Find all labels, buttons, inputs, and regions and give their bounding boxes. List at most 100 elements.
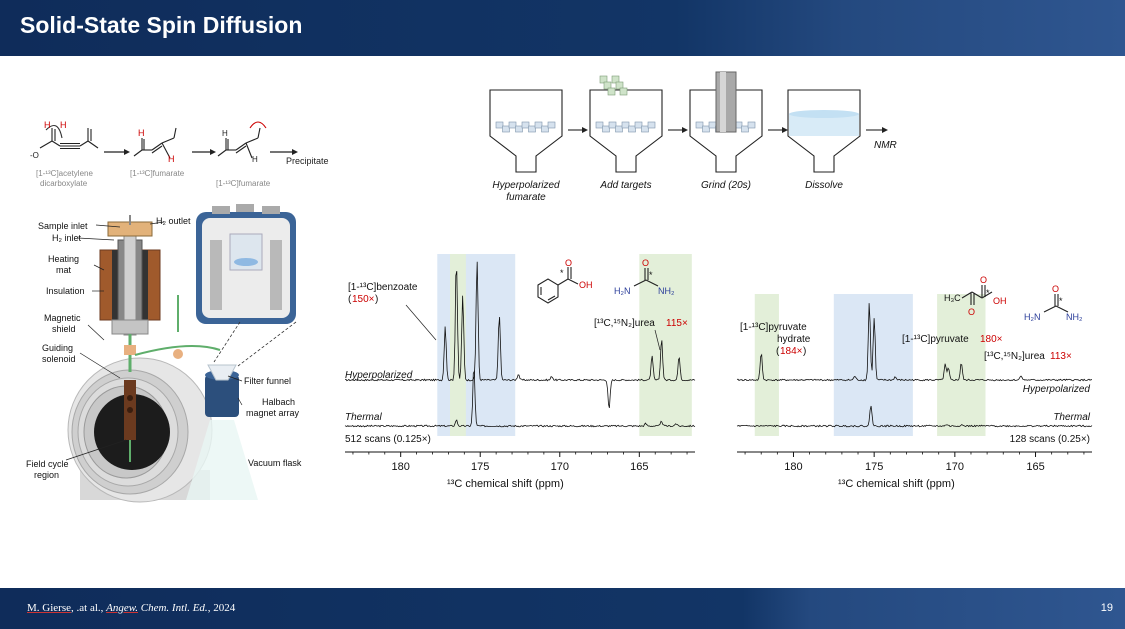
crystal-mark <box>621 121 630 129</box>
precipitate-label: Precipitate <box>286 156 329 166</box>
arrow-head-icon <box>582 127 588 133</box>
zoom-line-2 <box>237 321 297 367</box>
h-label-2: H <box>60 120 67 130</box>
pyruvate-oh: OH <box>993 296 1007 306</box>
benzoate-paren-open: ( <box>348 294 352 305</box>
crystal-mark <box>508 121 517 129</box>
x-tick-label: 180 <box>784 461 802 473</box>
target-crystal-mark <box>619 87 628 96</box>
crystal-mark <box>595 121 604 129</box>
label-pyruvate-hydrate-1: [1-¹³C]pyruvate <box>740 322 807 333</box>
reactor-cylinder <box>99 215 221 372</box>
trace-hyperpolarized <box>344 261 696 408</box>
citation-journal-2: Chem. Intl. Ed. <box>140 602 208 614</box>
x-tick-label: 175 <box>865 461 883 473</box>
workflow-step-1-label-line2: fumarate <box>506 192 546 203</box>
urea-left-factor: 115× <box>666 318 688 329</box>
grinder-highlight <box>720 72 726 132</box>
arrow-head-icon <box>782 127 788 133</box>
h-label-3: H <box>138 128 145 138</box>
urea-right-factor: 113× <box>1050 351 1072 362</box>
urea-left-leader <box>654 329 661 351</box>
label-h2-outlet: H₂ outlet <box>156 216 191 226</box>
o-minus-label-1: -O <box>30 151 39 160</box>
liquid-fill <box>789 114 859 136</box>
urea-structure-right <box>1043 294 1069 313</box>
workflow-step-label-1: Hyperpolarized <box>492 180 560 191</box>
compound-acetylene-dicarboxylate <box>39 124 99 150</box>
crystal-mark <box>647 121 656 129</box>
zoom-line-1 <box>213 321 241 363</box>
label-field-cycle-1: Field cycle <box>26 459 69 469</box>
scans-right: 128 scans (0.25×) <box>1010 434 1090 445</box>
target-crystal-mark <box>607 87 616 96</box>
page-number: 19 <box>1100 602 1113 614</box>
target-crystal-mark <box>603 81 612 90</box>
crystal-mark <box>615 125 623 133</box>
arrow-head-icon <box>124 149 130 155</box>
highlight-band-2 <box>833 294 913 436</box>
slide-header: Solid-State Spin Diffusion <box>0 0 1125 56</box>
crystal-mark <box>695 121 704 129</box>
arrow-head-icon <box>682 127 688 133</box>
label-magnetic-shield-2: shield <box>52 324 76 334</box>
benzoate-factor: 150× <box>352 294 375 305</box>
slide-title: Solid-State Spin Diffusion <box>20 12 303 38</box>
apparatus-illustration: Sample inlet H₂ outlet H₂ inlet Heating … <box>26 204 302 503</box>
citation-year: , 2024 <box>207 602 236 614</box>
compound-fumarate-1 <box>133 127 177 159</box>
x-tick-label: 180 <box>392 461 410 473</box>
target-crystal-mark <box>611 75 620 84</box>
benzoic-acid-structure <box>537 267 579 304</box>
x-tick-label: 170 <box>946 461 964 473</box>
citation-author: M. Gierse <box>27 602 71 614</box>
trace-thermal <box>736 405 1093 428</box>
citation-journal-1: Angew. <box>106 602 139 614</box>
compound-1-name-line1: [1-¹³C]acetylene <box>36 169 93 178</box>
highlight-band-3 <box>639 254 692 436</box>
cutaway-cylinder <box>196 204 296 324</box>
crystal-mark <box>608 121 617 129</box>
crystal-mark <box>528 125 536 133</box>
label-urea-right: [¹³C,¹⁵N₂]urea <box>984 351 1045 362</box>
halbach-array <box>186 364 258 500</box>
benzoate-leader <box>405 304 437 341</box>
x-tick-label: 170 <box>551 461 569 473</box>
benzoic-oh: OH <box>579 280 593 290</box>
magnetic-shield-drum <box>67 357 213 503</box>
trace-label-hyperpolarized-right: Hyperpolarized <box>1023 384 1091 395</box>
urea-right-star: * <box>1059 296 1063 306</box>
compound-3-name: [1-¹³C]fumarate <box>216 179 271 188</box>
pyruvate-factor: 180× <box>980 334 1003 345</box>
compound-1-name-line2: dicarboxylate <box>40 179 88 188</box>
xlabel-left: ¹³C chemical shift (ppm) <box>447 478 564 490</box>
label-halbach-2: magnet array <box>246 408 300 418</box>
workflow-step-label-2: Add targets <box>599 180 651 191</box>
label-urea-left: [¹³C,¹⁵N₂]urea <box>594 318 655 329</box>
workflow-nmr-label: NMR <box>874 140 897 151</box>
target-crystal-mark <box>599 75 608 84</box>
slide-footer: M. Gierse, .at al., Angew. Chem. Intl. E… <box>0 588 1125 629</box>
pyruvate-o-bottom: O <box>968 307 975 317</box>
urea-left-nh2-b: NH₂ <box>658 286 675 296</box>
crystal-mark <box>747 121 756 129</box>
figure-canvas: H H -O [1-¹³C]acetylene dicarboxylate H … <box>26 71 1093 503</box>
target-crystal-mark <box>615 81 624 90</box>
funnel-step-1: Hyperpolarized <box>489 89 588 191</box>
urea-left-nh2-a: H₂N <box>614 286 631 296</box>
benzoate-paren-close: ) <box>375 294 378 305</box>
crystal-mark <box>502 125 510 133</box>
label-filter-funnel: Filter funnel <box>244 376 291 386</box>
scans-left: 512 scans (0.125×) <box>345 434 431 445</box>
crystal-mark <box>634 121 643 129</box>
crystal-mark <box>541 125 549 133</box>
arrow-head-icon <box>292 149 298 155</box>
label-heating-mat-1: Heating <box>48 254 79 264</box>
urea-right-nh2-b: NH₂ <box>1066 312 1083 322</box>
crystal-mark <box>628 125 636 133</box>
label-vacuum-flask: Vacuum flask <box>248 458 302 468</box>
urea-left-o: O <box>642 258 649 268</box>
funnel-outline <box>589 89 663 173</box>
h-label-1: H <box>44 120 51 130</box>
